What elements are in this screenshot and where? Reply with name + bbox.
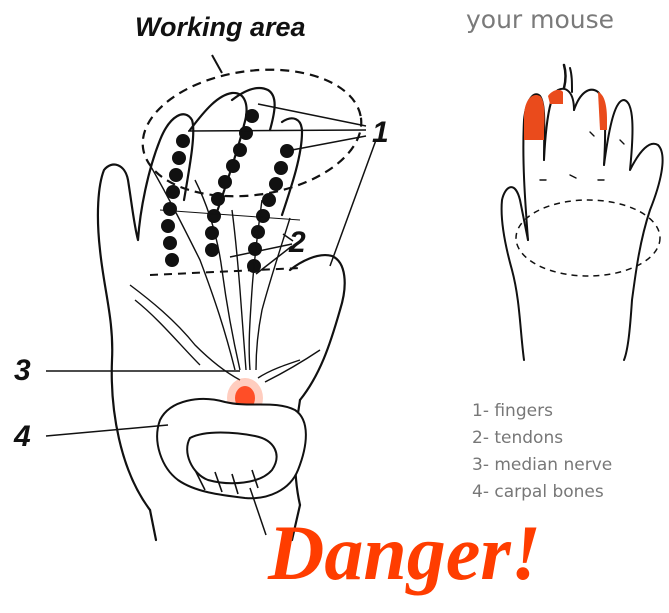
mouse-outline <box>516 200 660 276</box>
legend-item-carpal-bones: 4- carpal bones <box>472 479 612 506</box>
legend-item-tendons: 2- tendons <box>472 425 612 452</box>
mouse-caption: your mouse <box>466 5 614 34</box>
legend-item-fingers: 1- fingers <box>472 398 612 425</box>
tendons <box>130 165 320 382</box>
callout-3: 3 <box>14 354 31 388</box>
callout-4: 4 <box>14 420 31 454</box>
danger-warning: Danger! <box>268 508 541 598</box>
working-area-title: Working area <box>135 12 306 43</box>
legend-item-median-nerve: 3- median nerve <box>472 452 612 479</box>
fingertips-on-buttons <box>524 90 607 140</box>
callout-1: 1 <box>372 116 389 150</box>
carpal-bones <box>157 399 306 498</box>
legend: 1- fingers 2- tendons 3- median nerve 4-… <box>472 398 612 506</box>
callout-2: 2 <box>289 226 306 260</box>
